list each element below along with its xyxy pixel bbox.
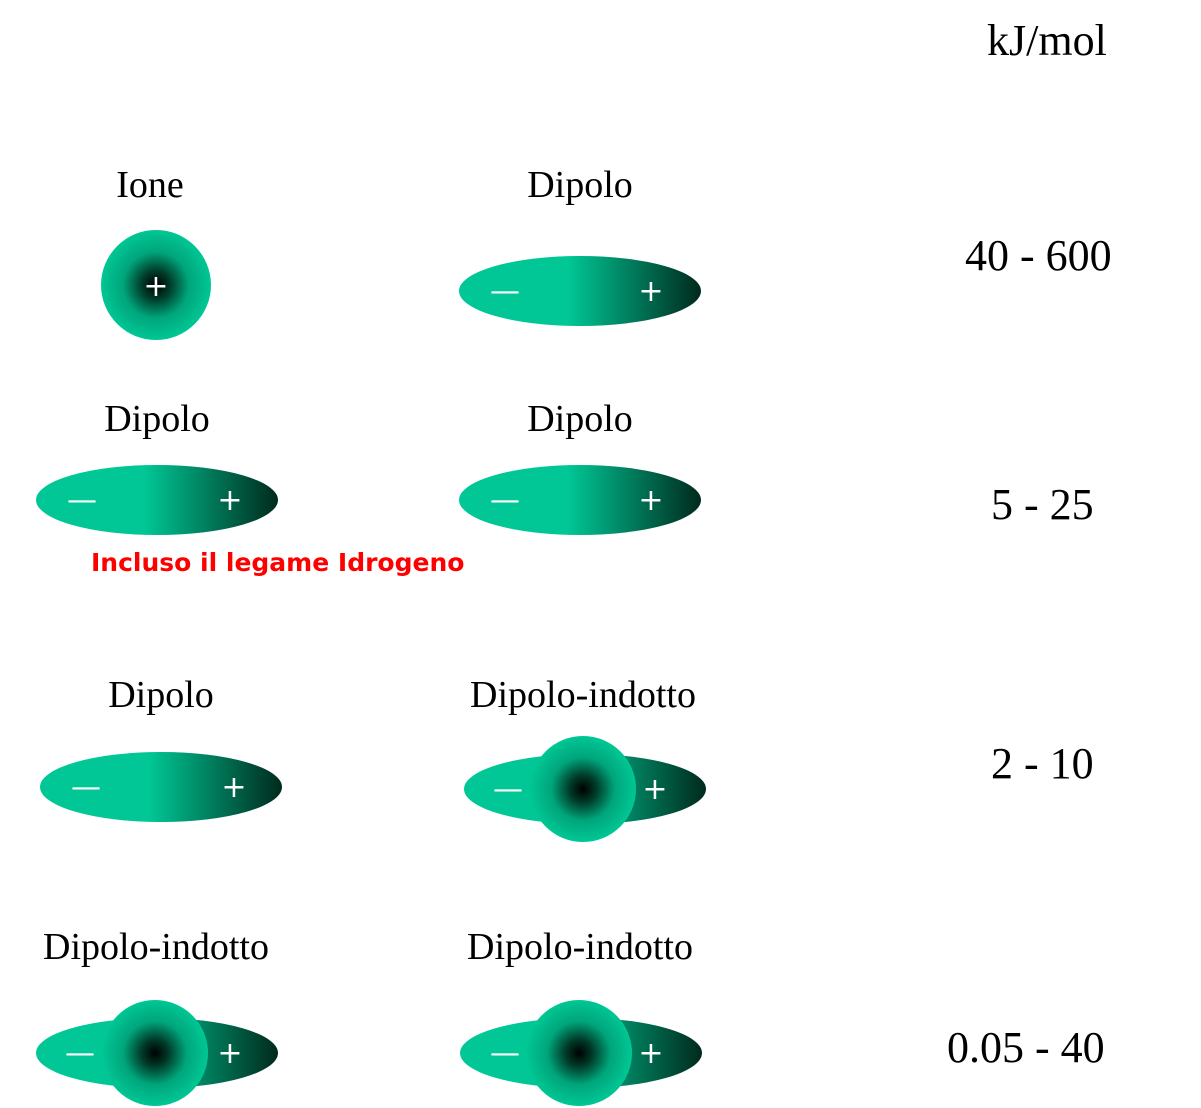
row4-left-label: Dipolo-indotto bbox=[43, 926, 269, 968]
dipole-minus-sign: — bbox=[67, 483, 97, 518]
row3-left-dipole: — + bbox=[40, 752, 282, 822]
dipole-plus-sign: + bbox=[638, 483, 663, 518]
dipole-minus-sign: — bbox=[490, 1036, 520, 1071]
row1-right-label: Dipolo bbox=[527, 164, 633, 206]
row4-right-induced-dipole: — + bbox=[460, 1000, 702, 1106]
dipole-plus-sign: + bbox=[642, 772, 667, 807]
hydrogen-bond-note: Incluso il legame Idrogeno bbox=[91, 548, 465, 577]
dipole-minus-sign: — bbox=[493, 772, 523, 807]
row2-left-label: Dipolo bbox=[104, 398, 210, 440]
row2-left-dipole: — + bbox=[36, 465, 278, 535]
row4-energy-value: 0.05 - 40 bbox=[947, 1023, 1105, 1072]
unit-header: kJ/mol bbox=[987, 16, 1107, 65]
row2-right-label: Dipolo bbox=[527, 398, 633, 440]
dipole-minus-sign: — bbox=[71, 770, 101, 805]
row1-energy-value: 40 - 600 bbox=[965, 231, 1112, 280]
row1-left-label: Ione bbox=[116, 164, 184, 206]
row1-ion-sphere: + bbox=[101, 230, 211, 340]
dipole-minus-sign: — bbox=[490, 483, 520, 518]
row1-dipole: — + bbox=[459, 256, 701, 326]
row3-induced-dipole: — + bbox=[464, 736, 706, 842]
row2-energy-value: 5 - 25 bbox=[991, 480, 1094, 529]
dipole-plus-sign: + bbox=[217, 1036, 242, 1071]
row4-left-induced-dipole: — + bbox=[36, 1000, 278, 1106]
dipole-minus-sign: — bbox=[490, 274, 520, 309]
row3-left-label: Dipolo bbox=[108, 674, 214, 716]
dipole-plus-sign: + bbox=[221, 770, 246, 805]
ion-plus-sign: + bbox=[143, 269, 168, 304]
dipole-minus-sign: — bbox=[65, 1036, 95, 1071]
dipole-plus-sign: + bbox=[217, 483, 242, 518]
row3-right-label: Dipolo-indotto bbox=[470, 674, 696, 716]
row3-energy-value: 2 - 10 bbox=[991, 739, 1094, 788]
row4-right-label: Dipolo-indotto bbox=[467, 926, 693, 968]
dipole-plus-sign: + bbox=[638, 274, 663, 309]
dipole-plus-sign: + bbox=[638, 1036, 663, 1071]
row2-right-dipole: — + bbox=[459, 465, 701, 535]
